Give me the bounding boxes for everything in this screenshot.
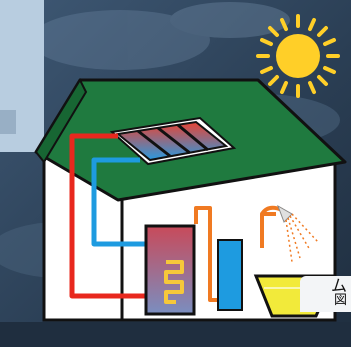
sun-icon — [258, 16, 338, 96]
caption-line-1: ム — [331, 278, 347, 294]
inset-photo-shadow — [0, 110, 16, 134]
caption-line-2: 図 — [334, 294, 347, 308]
auxiliary-unit — [218, 240, 242, 310]
hot-water-tank-icon — [146, 226, 194, 314]
caption-box: ム 図 — [300, 276, 351, 312]
ground — [0, 322, 351, 347]
